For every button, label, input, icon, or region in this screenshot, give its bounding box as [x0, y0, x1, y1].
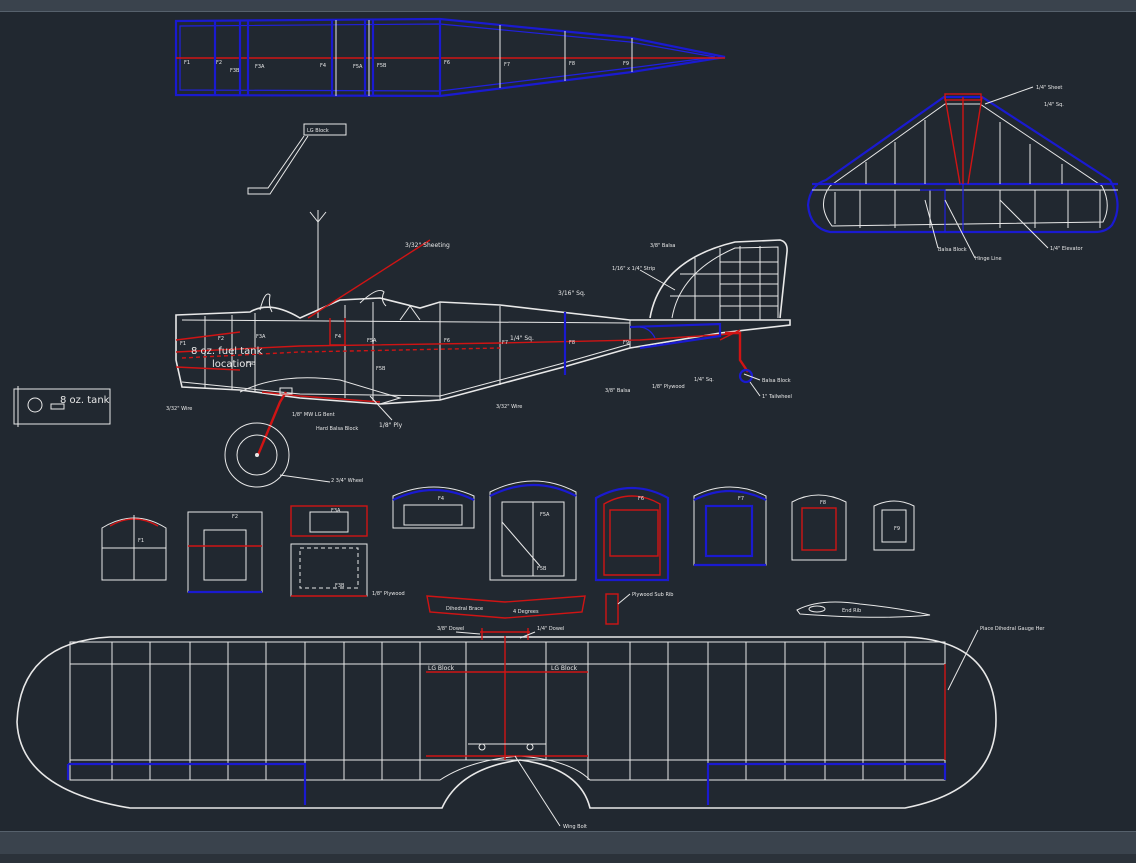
lg-mount-note: Hard Balsa Block — [316, 426, 358, 432]
status-bar — [0, 831, 1136, 863]
fuse-top-label: F3A — [255, 64, 265, 70]
stab-elevator-note: 1/4" Elevator — [1050, 246, 1084, 252]
former-label: F3B — [335, 583, 345, 589]
brace-note: Plywood Sub Rib — [632, 592, 673, 598]
end-rib-label: End Rib — [842, 608, 861, 614]
dihedral-brace-right: 4 Degrees — [513, 609, 539, 615]
horizontal-stabilizer: 1/4" Sheet 1/4" Sq. Balsa Block Hinge Li… — [806, 85, 1119, 262]
cad-drawing[interactable]: F1 F2 F3B F3A F4 F5A F5B F6 F7 F8 F9 LG … — [0, 12, 1136, 830]
stab-sheet-note: 1/4" Sheet — [1036, 85, 1062, 91]
stab-hinge-note: Hinge Line — [975, 256, 1002, 262]
former-label: F8 — [820, 500, 826, 506]
side-frame-label: F4 — [335, 334, 341, 340]
stab-balsa-note: Balsa Block — [938, 247, 967, 253]
former-label: F1 — [138, 538, 144, 544]
ply-note: 1/8" Ply — [379, 422, 403, 429]
tailwheel-note: 1" Tailwheel — [762, 394, 792, 400]
fuse-top-label: F8 — [569, 61, 575, 67]
dihedral-gauge-note: Place Dihedral Gauge Her — [980, 626, 1045, 632]
fuse-top-label: F5A — [353, 64, 363, 70]
sq-3-16-note: 3/16" Sq. — [558, 290, 586, 297]
dihedral-brace-left: Dihedral Brace — [446, 606, 483, 612]
side-frame-label: F2 — [218, 336, 224, 342]
fuse-top-label: F7 — [504, 62, 510, 68]
former-note: 1/8" Plywood — [372, 591, 405, 597]
side-frame-label: F5A — [367, 338, 377, 344]
wire-side-note: 3/32" Wire — [496, 404, 522, 410]
fuselage-top-view: F1 F2 F3B F3A F4 F5A F5B F6 F7 F8 F9 — [174, 17, 726, 98]
landing-gear-wire-part: LG Block — [247, 123, 347, 195]
wing-lg-block-left: LG Block — [428, 665, 455, 672]
lg-block-label: LG Block — [307, 128, 329, 134]
wing-bolt-left: 3/8" Dowel — [437, 626, 464, 632]
side-frame-label: F6 — [444, 338, 450, 344]
former-label: F4 — [438, 496, 444, 502]
fuse-top-label: F4 — [320, 63, 326, 69]
end-rib: End Rib — [796, 601, 931, 618]
side-frame-label: F3A — [256, 334, 266, 340]
fuselage-side-view: F1 F2 F3A F3B F4 F5A F5B F6 F7 F8 F9 3/3… — [166, 210, 792, 488]
side-frame-label: F1 — [180, 341, 186, 347]
sq-side-note: 1/4" Sq. — [694, 377, 714, 383]
former-label: F3A — [331, 508, 341, 514]
sq-1-4-note: 1/4" Sq. — [510, 335, 534, 342]
side-frame-label: F5B — [376, 366, 386, 372]
fuse-top-label: F5B — [377, 63, 387, 69]
side-frame-label: F8 — [569, 340, 575, 346]
formers-row: F1 F2 F3A F3B 1/8" Plywood F4 F5A F5B F6 — [101, 480, 915, 597]
tank-label: 8 oz. tank — [60, 395, 110, 406]
fuel-tank-note: 8 oz. fuel tank — [191, 346, 263, 357]
dihedral-brace: Dihedral Brace 4 Degrees Plywood Sub Rib — [426, 592, 673, 625]
wing-bolt-right: 1/4" Dowel — [537, 626, 564, 632]
cad-drawing-viewport[interactable]: F1 F2 F3B F3A F4 F5A F5B F6 F7 F8 F9 LG … — [0, 12, 1136, 830]
former-label: F9 — [894, 526, 900, 532]
fuse-top-label: F9 — [623, 61, 629, 67]
landing-gear-note: 1/8" MW LG Bent — [292, 412, 335, 418]
fuse-top-label: F6 — [444, 60, 450, 66]
command-line-strip[interactable] — [0, 854, 1136, 863]
stab-sq-note: 1/4" Sq. — [1044, 102, 1064, 108]
wire-note: 3/32" Wire — [166, 406, 192, 412]
side-frame-label: F9 — [623, 340, 629, 346]
side-frame-label: F7 — [502, 340, 508, 346]
wing-center-note: Wing Bolt — [563, 824, 587, 830]
fuse-top-label: F3B — [230, 68, 240, 74]
balsa-block-note: Balsa Block — [762, 378, 791, 384]
ply-side-note: 1/8" Plywood — [652, 384, 685, 390]
fuse-top-label: F2 — [216, 60, 222, 66]
former-label: F5A — [540, 512, 550, 518]
fuel-tank-box: 8 oz. tank — [13, 386, 111, 427]
hard-balsa-note: 3/8" Balsa — [605, 388, 631, 394]
former-label: F6 — [638, 496, 644, 502]
top-toolbar — [0, 0, 1136, 12]
wing-lg-block-right: LG Block — [551, 665, 578, 672]
wheel-note: 2 3/4" Wheel — [331, 478, 363, 484]
fin-note: 3/8" Balsa — [650, 243, 676, 249]
strip-note: 1/16" x 1/4" Strip — [612, 266, 655, 272]
former-label: F2 — [232, 514, 238, 520]
wing-plan-view: LG Block LG Block Place Dihedral Gauge H… — [16, 626, 1045, 830]
fuse-top-label: F1 — [184, 60, 190, 66]
former-label: F5B — [537, 566, 547, 572]
fuel-tank-note-2: location — [212, 359, 252, 370]
sheeting-note: 3/32" Sheeting — [405, 242, 450, 249]
former-label: F7 — [738, 496, 744, 502]
side-frame-label: F3B — [246, 361, 256, 367]
